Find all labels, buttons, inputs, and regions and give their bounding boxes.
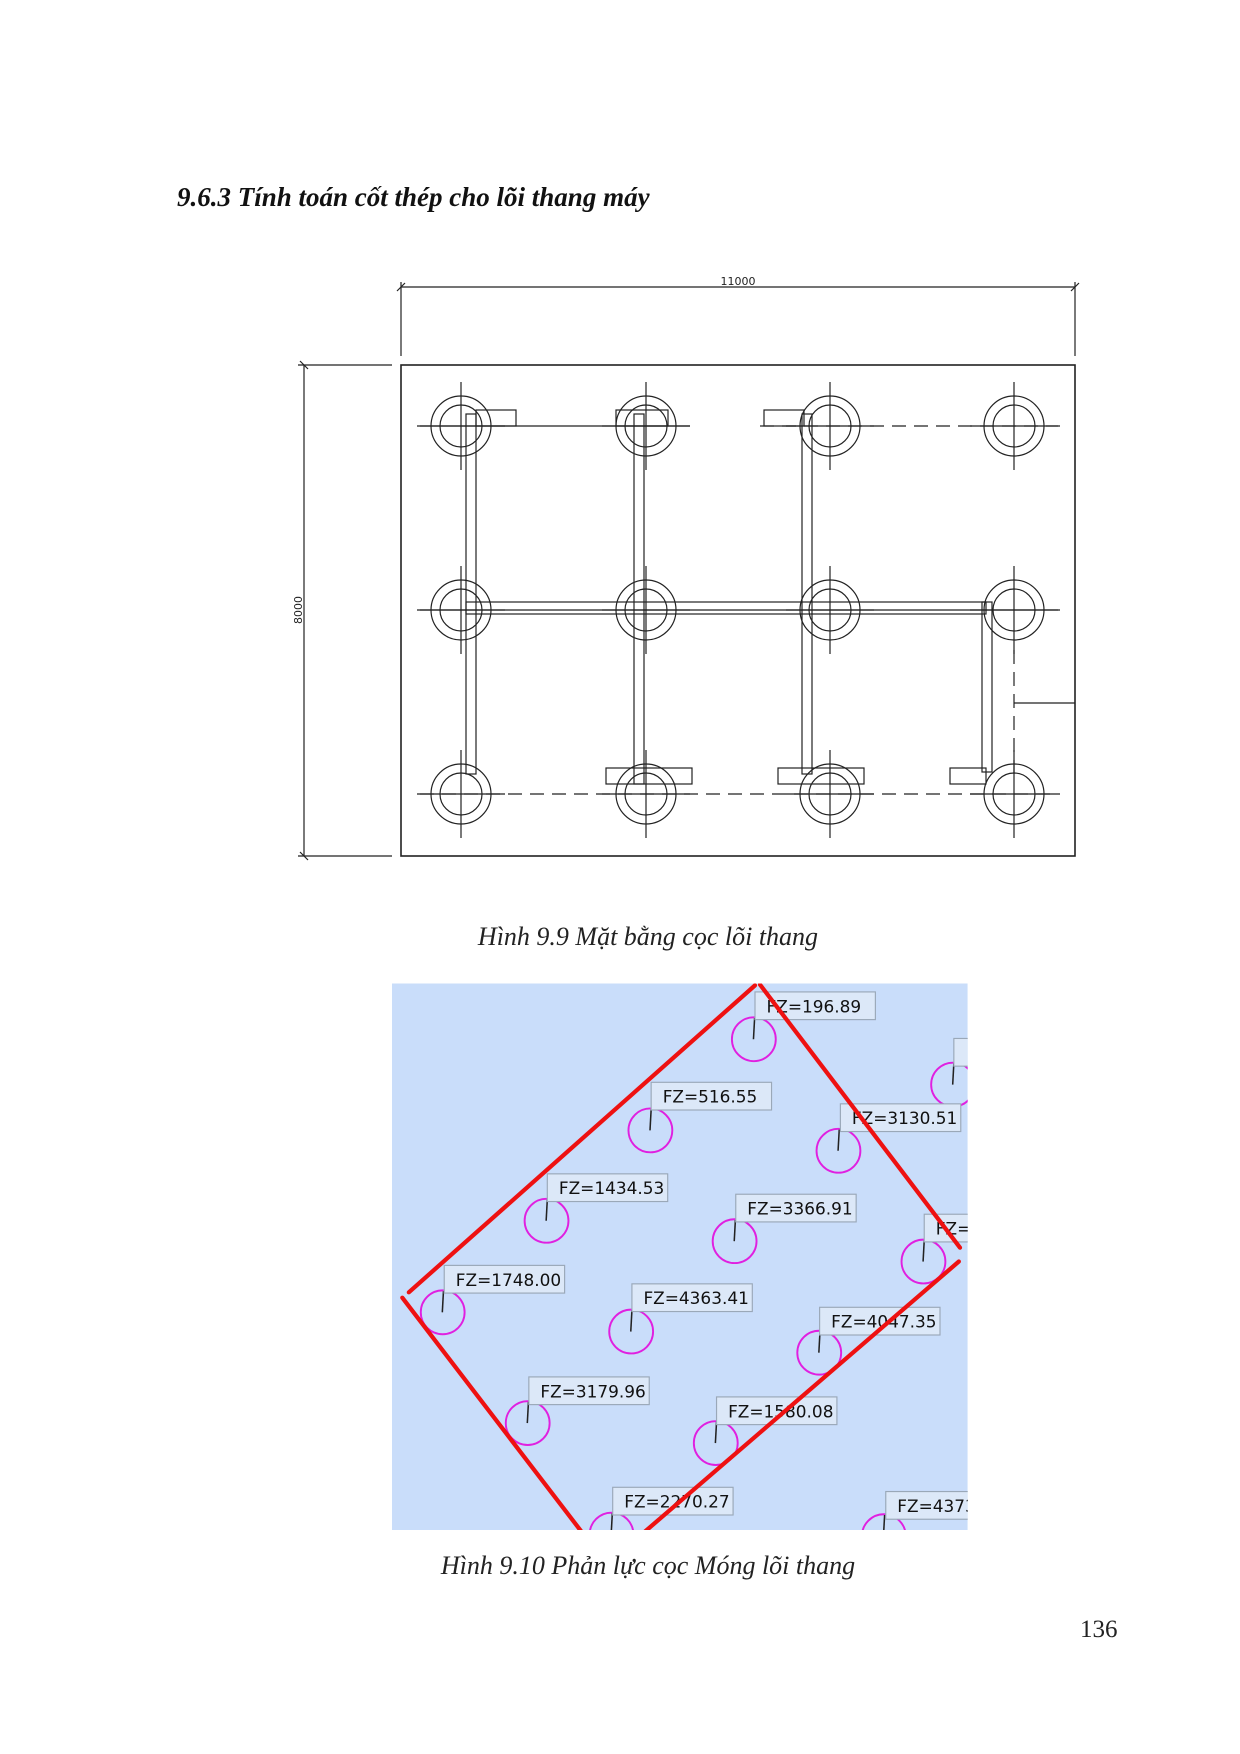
pile-marker: [608, 1308, 655, 1355]
pile-reaction-figure: FZ=196.89FZ=516.55FZ=3130.51FZ=1434.53FZ…: [391, 983, 976, 1530]
pile-symbol: [417, 566, 505, 654]
pile-symbol: [970, 750, 1058, 838]
reaction-label: FZ=1434.53: [546, 1173, 669, 1203]
pile-symbol: [970, 566, 1058, 654]
pile-marker: [730, 1016, 777, 1063]
reaction-value: FZ=1748.00: [456, 1270, 561, 1290]
pile-symbol: [786, 566, 874, 654]
reaction-value: FZ=3130.51: [852, 1108, 957, 1128]
pile-plan-drawing: 11000 8000: [292, 275, 1080, 861]
section-heading: 9.6.3 Tính toán cốt thép cho lõi thang m…: [177, 182, 650, 212]
reaction-label: FZ=1748.00: [443, 1264, 566, 1294]
pile-symbol: [786, 382, 874, 470]
pile-symbol: [786, 750, 874, 838]
pile-marker: [711, 1218, 758, 1265]
reaction-value: FZ=196.89: [767, 996, 862, 1016]
reaction-value: FZ=3366.91: [747, 1199, 852, 1219]
pile-marker: [627, 1107, 674, 1154]
pile-symbol: [602, 566, 690, 654]
pile-symbol: [417, 382, 505, 470]
reaction-value: FZ=1580.08: [728, 1401, 833, 1421]
reaction-value: FZ=3179.96: [540, 1381, 645, 1401]
dimension-width-label: 11000: [721, 275, 756, 288]
pile-marker: [692, 1420, 739, 1466]
pile-marker: [900, 1238, 947, 1285]
reaction-label: FZ=: [923, 1213, 968, 1243]
reaction-label: FZ=3366.91: [735, 1193, 857, 1223]
footing-outline-red: [400, 983, 963, 1530]
reaction-label: FZ=2270.27: [612, 1486, 734, 1516]
reaction-label: FZ=3130.51: [839, 1103, 962, 1133]
reaction-value: FZ=4373: [897, 1496, 976, 1516]
reaction-value: FZ=1434.53: [559, 1178, 664, 1198]
figure-caption-9-10: Hình 9.10 Phản lực cọc Móng lõi thang: [440, 1551, 856, 1580]
reaction-value: FZ=4363.41: [643, 1288, 748, 1308]
pile-symbol: [417, 750, 505, 838]
reaction-label: FZ=196.89: [754, 991, 876, 1021]
dimension-height-label: 8000: [292, 596, 305, 624]
reaction-value: FZ=516.55: [663, 1087, 758, 1107]
reaction-value: FZ=4047.35: [831, 1312, 936, 1332]
pile-marker: [589, 1511, 634, 1530]
pile-symbol: [970, 382, 1058, 470]
reaction-label: FZ=3179.96: [528, 1376, 650, 1406]
pile-marker: [419, 1289, 466, 1336]
model-view-background: [391, 983, 968, 1530]
pile-symbol: [602, 382, 690, 470]
pile-marker: [523, 1197, 570, 1244]
pile-marker: [861, 1513, 906, 1530]
pile-marker: [815, 1127, 862, 1174]
footing-outline: [400, 364, 1076, 857]
page-number: 136: [1080, 1616, 1118, 1643]
pile-marker: [504, 1400, 551, 1446]
reaction-label: FZ=4363.41: [631, 1283, 753, 1313]
reaction-label: FZ=4373: [885, 1490, 976, 1520]
figure-caption-9-9: Hình 9.9 Mặt bằng cọc lõi thang: [477, 922, 819, 951]
pile-symbol: [602, 750, 690, 838]
reaction-label: FZ=516.55: [650, 1081, 773, 1111]
